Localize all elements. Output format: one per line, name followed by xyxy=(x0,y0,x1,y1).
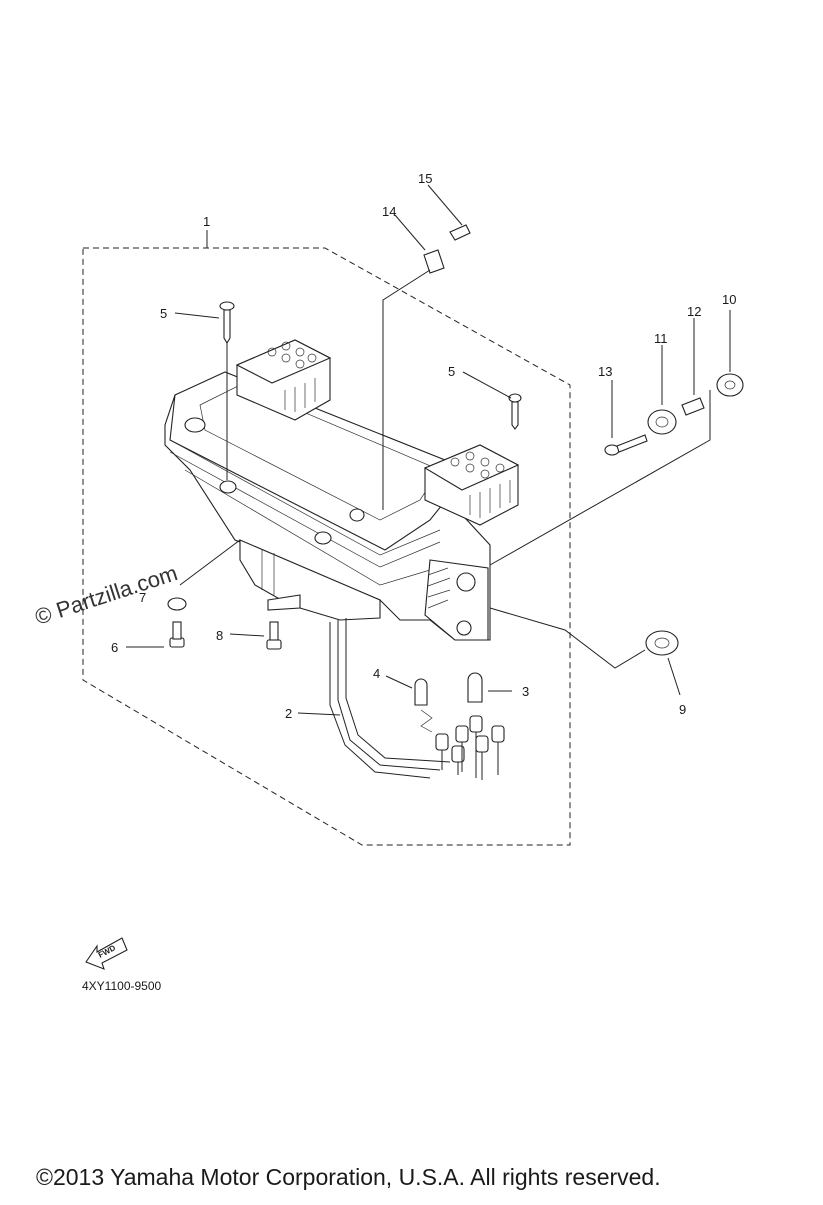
callout-9: 9 xyxy=(679,702,686,717)
fwd-arrow-icon: FWD xyxy=(85,937,128,970)
copyright-notice: ©2013 Yamaha Motor Corporation, U.S.A. A… xyxy=(36,1164,661,1190)
callout-8: 8 xyxy=(216,628,223,643)
leader-lines xyxy=(126,184,731,716)
bulb-4 xyxy=(414,678,433,733)
callout-11: 11 xyxy=(654,331,668,346)
washer-10 xyxy=(716,373,744,397)
grommet-9 xyxy=(645,630,679,656)
callout-13: 13 xyxy=(598,364,612,379)
callout-4: 4 xyxy=(373,666,380,681)
nut-7 xyxy=(167,597,187,611)
callout-10: 10 xyxy=(722,292,736,307)
callout-3: 3 xyxy=(522,684,529,699)
damper-11 xyxy=(647,409,677,435)
callout-6: 6 xyxy=(111,640,118,655)
collar-12 xyxy=(681,397,705,416)
screw-5-right xyxy=(508,393,522,430)
callout-5-left: 5 xyxy=(160,306,167,321)
collar-14 xyxy=(423,249,445,274)
bolt-8 xyxy=(266,621,282,650)
diagram-code: 4XY1100-9500 xyxy=(82,979,162,993)
bolt-13 xyxy=(604,434,648,456)
indicator-block-left xyxy=(235,339,332,421)
watermark: © Partzilla.com xyxy=(32,560,181,630)
assembly-boundary xyxy=(82,247,571,846)
screw-15 xyxy=(449,224,471,241)
callout-7: 7 xyxy=(139,590,146,605)
meter-assembly xyxy=(164,371,491,641)
callout-15: 15 xyxy=(418,171,432,186)
bulb-3 xyxy=(467,672,483,703)
wire-harness xyxy=(267,594,505,780)
screw-5-left xyxy=(219,301,235,480)
bolt-6 xyxy=(169,621,185,648)
callout-1: 1 xyxy=(203,214,210,229)
callout-14: 14 xyxy=(382,204,396,219)
callout-5-right: 5 xyxy=(448,364,455,379)
indicator-block-right xyxy=(423,444,520,526)
callout-2: 2 xyxy=(285,706,292,721)
callout-12: 12 xyxy=(687,304,701,319)
